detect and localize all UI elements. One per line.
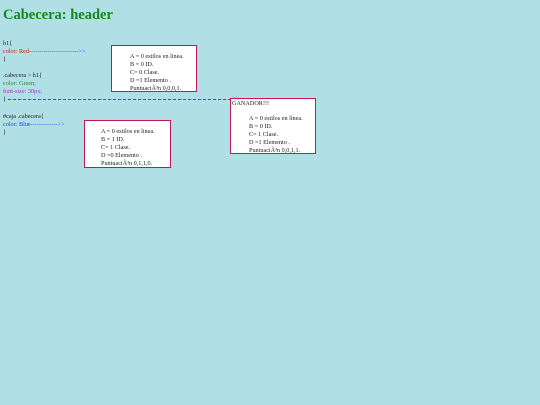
rule-caja-cabecera-close: } — [3, 128, 6, 136]
box3-line-d: D =0 Elemento . — [101, 151, 142, 159]
rule-caja-cabecera: #caja .cabecera{ color: Blue------------… — [3, 113, 64, 137]
rule-cabecera-h1-close: } — [3, 95, 6, 103]
rule-caja-cabecera-selector: #caja .cabecera{ — [3, 113, 44, 120]
box2-score: PuntuaciÃ³n 0,0,1,1. — [249, 146, 301, 154]
rule-cabecera-h1: .cabecera > h1{ color: Green; font-size:… — [3, 72, 42, 104]
box1-score: PuntuaciÃ³n 0,0,0,1. — [130, 84, 182, 92]
box1-line-c: C= 0 Clase. — [130, 68, 160, 76]
specificity-box-h1: A = 0 estilos en linea. B = 0 ID. C= 0 C… — [111, 45, 197, 92]
box2-lines: A = 0 estilos en linea. B = 0 ID. C= 1 C… — [232, 115, 315, 155]
rule-h1: h1{ color: Red------------------------>>… — [3, 40, 85, 64]
box2-line-d: D =1 Elemento . — [249, 138, 290, 146]
specificity-box-caja: A = 0 estilos en linea. B = 1 ID. C= 1 C… — [84, 120, 171, 168]
arrow-to-box1: ------------------------>> — [28, 47, 86, 55]
box1-line-d: D =1 Elemento . — [130, 76, 171, 84]
rule-h1-close: } — [3, 55, 6, 63]
rule-caja-cabecera-prop: color: Blue — [3, 120, 31, 128]
winner-label: GANADOR!!! — [232, 100, 270, 107]
rule-cabecera-h1-color: color: Green; — [3, 79, 36, 87]
box1-line-a: A = 0 estilos en linea. — [130, 53, 184, 60]
rule-caja-cabecera-line: color: Blue------------->> — [3, 121, 64, 129]
rule-cabecera-h1-selector: .cabecera > h1{ — [3, 72, 42, 79]
rule-h1-selector: h1{ — [3, 40, 13, 47]
box2-line-c: C= 1 Clase. — [249, 130, 279, 138]
specificity-box-winner: GANADOR!!! A = 0 estilos en linea. B = 0… — [230, 98, 316, 154]
arrow-line-to-box2 — [8, 99, 236, 100]
box1-line-b: B = 0 ID. — [130, 60, 154, 68]
arrow-to-box3: ------------->> — [30, 120, 65, 128]
rule-h1-line: color: Red------------------------>> — [3, 48, 85, 56]
box3-line-b: B = 1 ID. — [101, 135, 125, 143]
box2-line-b: B = 0 ID. — [249, 122, 273, 130]
rule-h1-prop: color: Red — [3, 47, 29, 55]
box2-line-a: A = 0 estilos en linea. — [249, 114, 303, 122]
box3-line-a: A = 0 estilos en linea. — [101, 128, 155, 135]
box3-score: PuntuaciÃ³n 0,1,1,0. — [101, 159, 153, 167]
box3-line-c: C= 1 Clase. — [101, 143, 131, 151]
page-title: Cabecera: header — [3, 7, 113, 23]
rule-cabecera-h1-font-size: font-size: 30px; — [3, 87, 43, 95]
